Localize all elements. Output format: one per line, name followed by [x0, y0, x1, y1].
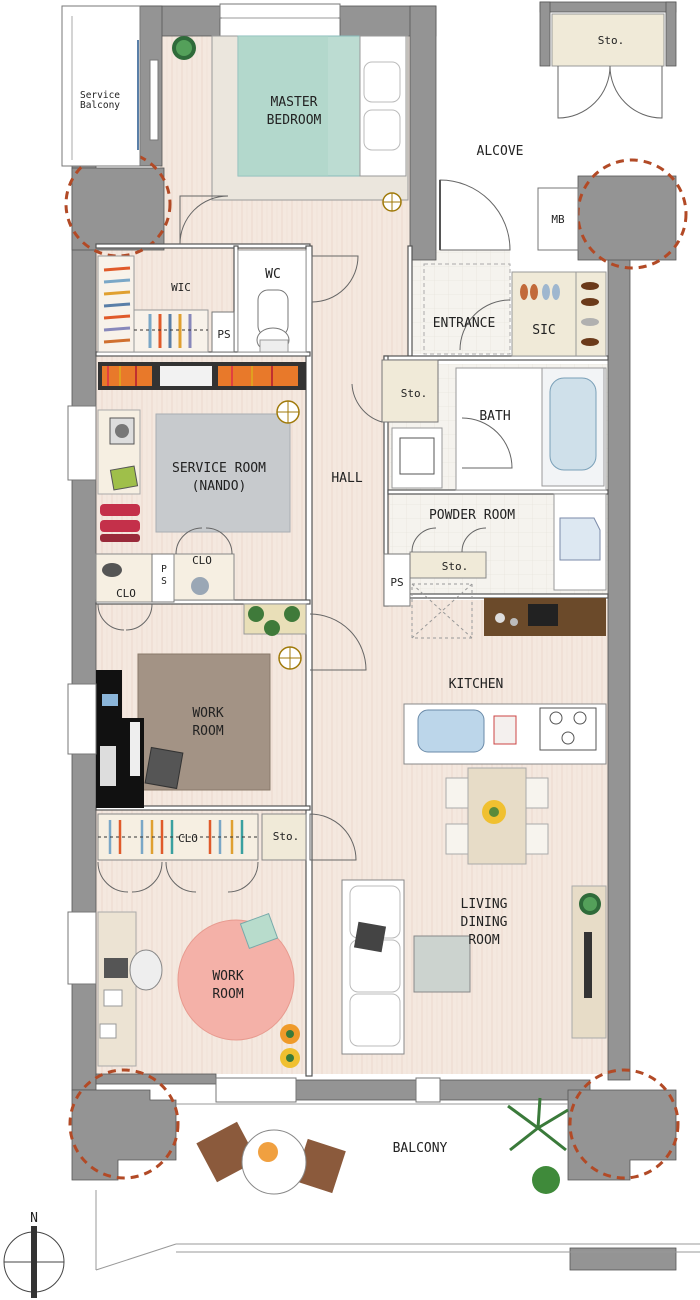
label-ps-1: PS — [217, 328, 230, 341]
balcony-area — [95, 1097, 700, 1271]
alcove-area — [423, 13, 665, 357]
label-balcony: BALCONY — [393, 1141, 448, 1156]
label-hall: HALL — [331, 471, 362, 486]
work-room-2-furniture — [97, 911, 300, 1068]
label-living-2: DINING — [461, 915, 508, 930]
label-clo-1: CLO — [116, 587, 136, 600]
label-living-3: ROOM — [468, 933, 499, 948]
north-label: N — [30, 1211, 38, 1226]
label-powder-room: POWDER ROOM — [429, 508, 515, 523]
label-bath: BATH — [479, 409, 510, 424]
label-ps-3a: P — [161, 564, 167, 575]
service-room-furniture — [95, 362, 306, 631]
work-room-1-furniture — [96, 603, 367, 808]
label-service-balcony-1: Service — [80, 90, 120, 101]
label-sto-powder: Sto. — [442, 560, 469, 573]
column-markers — [64, 150, 688, 1180]
label-ps-2: PS — [390, 576, 403, 589]
label-service-room-2: (NANDO) — [192, 479, 247, 494]
label-entrance: ENTRANCE — [433, 316, 496, 331]
label-clo-2: CLO — [192, 554, 212, 567]
label-service-balcony-2: Balcony — [80, 100, 120, 111]
wic-furniture — [97, 255, 235, 353]
label-sic: SIC — [532, 323, 555, 338]
work-room-closet — [97, 813, 357, 893]
label-kitchen: KITCHEN — [449, 677, 504, 692]
label-work-room-1b: ROOM — [192, 724, 223, 739]
label-work-room-2b: ROOM — [212, 987, 243, 1002]
compass: N — [3, 1211, 65, 1298]
powder-room-furniture — [383, 493, 607, 607]
label-service-room-1: SERVICE ROOM — [172, 461, 266, 476]
label-work-room-1a: WORK — [192, 706, 223, 721]
label-work-room-2a: WORK — [212, 969, 243, 984]
room-labels: MASTER BEDROOM Service Balcony Sto. ALCO… — [80, 34, 624, 1156]
label-living-1: LIVING — [461, 897, 508, 912]
label-sto-top: Sto. — [598, 34, 625, 47]
label-master-bedroom-1: MASTER — [271, 95, 318, 110]
bath-area — [351, 359, 607, 491]
master-bedroom-furniture — [172, 3, 409, 245]
label-sto-work: Sto. — [273, 830, 300, 843]
label-wc: WC — [265, 267, 281, 282]
label-ps-3b: S — [161, 576, 167, 587]
wc-furniture — [237, 249, 359, 353]
label-alcove: ALCOVE — [477, 144, 524, 159]
label-sto-hall: Sto. — [401, 387, 428, 400]
dining-furniture — [445, 767, 549, 865]
windows — [67, 405, 441, 1103]
label-mb: MB — [551, 213, 565, 226]
label-clo-3: CLO — [178, 832, 198, 845]
service-balcony — [61, 5, 159, 167]
living-furniture — [341, 879, 607, 1055]
kitchen-furniture — [403, 583, 607, 765]
label-wic: WIC — [171, 281, 191, 294]
label-master-bedroom-2: BEDROOM — [267, 113, 322, 128]
partitions — [95, 243, 609, 1077]
